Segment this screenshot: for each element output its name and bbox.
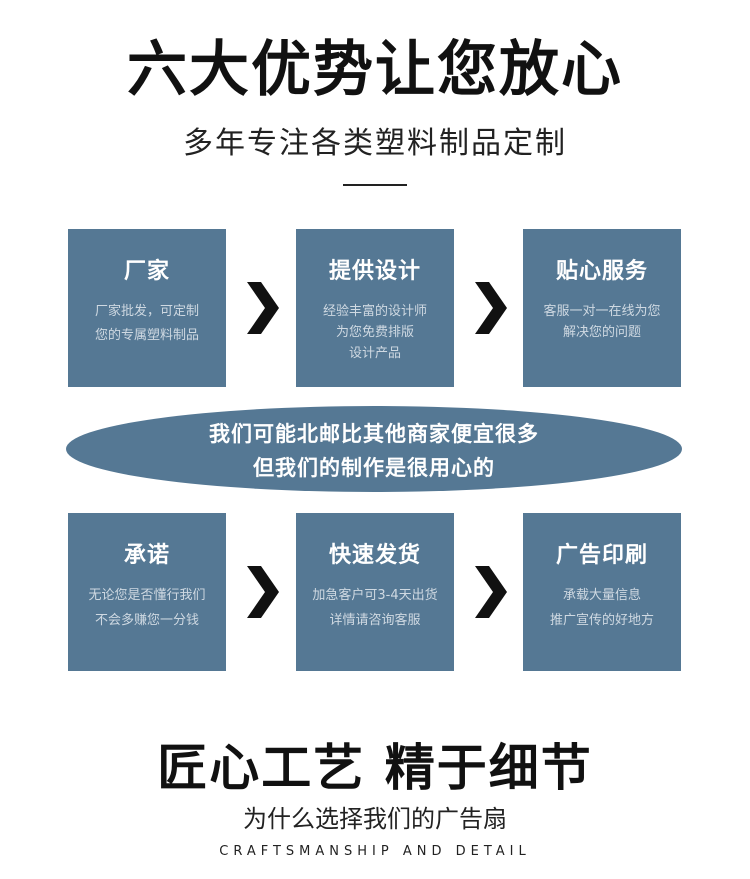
page-title: 六大优势让您放心 xyxy=(127,35,623,105)
title-divider xyxy=(343,184,407,186)
banner-line: 我们可能北邮比其他商家便宜很多 xyxy=(209,422,539,446)
card-desc-line: 您的专属塑料制品 xyxy=(94,328,199,343)
card-desc-line: 客服一对一在线为您 xyxy=(543,304,661,319)
card-title: 广告印刷 xyxy=(555,543,648,568)
card-desc-line: 推广宣传的好地方 xyxy=(549,613,654,628)
page-subtitle: 多年专注各类塑料制品定制 xyxy=(183,126,567,161)
card-desc-line: 加急客户可3-4天出货 xyxy=(312,588,438,603)
card-title: 承诺 xyxy=(123,543,170,568)
card-desc-line: 解决您的问题 xyxy=(562,325,641,340)
banner-ellipse xyxy=(66,406,682,492)
card-title: 提供设计 xyxy=(328,259,421,284)
footer-subtitle: 为什么选择我们的广告扇 xyxy=(243,805,507,833)
feature-card-promise: 承诺 无论您是否懂行我们 不会多赚您一分钱 xyxy=(68,513,226,671)
card-desc-line: 无论您是否懂行我们 xyxy=(88,588,206,603)
card-desc-line: 设计产品 xyxy=(348,346,401,361)
feature-card-design: 提供设计 经验丰富的设计师 为您免费排版 设计产品 xyxy=(296,229,454,387)
feature-card-printing: 广告印刷 承载大量信息 推广宣传的好地方 xyxy=(523,513,681,671)
chevron-right-icon xyxy=(247,282,279,334)
chevron-right-icon xyxy=(475,566,507,618)
banner-line: 但我们的制作是很用心的 xyxy=(253,456,495,480)
card-title: 厂家 xyxy=(123,259,170,284)
card-title: 贴心服务 xyxy=(555,259,648,284)
chevron-right-icon xyxy=(475,282,507,334)
feature-card-factory: 厂家 厂家批发，可定制 您的专属塑料制品 xyxy=(68,229,226,387)
card-desc-line: 不会多赚您一分钱 xyxy=(94,613,199,628)
card-desc-line: 详情请咨询客服 xyxy=(329,613,421,628)
feature-card-shipping: 快速发货 加急客户可3-4天出货 详情请咨询客服 xyxy=(296,513,454,671)
chevron-right-icon xyxy=(247,566,279,618)
feature-card-service: 贴心服务 客服一对一在线为您 解决您的问题 xyxy=(523,229,681,387)
card-title: 快速发货 xyxy=(328,543,421,568)
card-desc-line: 为您免费排版 xyxy=(335,325,414,340)
card-desc-line: 经验丰富的设计师 xyxy=(322,304,427,319)
card-desc-line: 厂家批发，可定制 xyxy=(94,304,199,319)
card-desc-line: 承载大量信息 xyxy=(562,588,641,603)
footer-english-tagline: CRAFTSMANSHIP AND DETAIL xyxy=(219,844,531,859)
footer-title: 匠心工艺 精于细节 xyxy=(157,739,593,797)
